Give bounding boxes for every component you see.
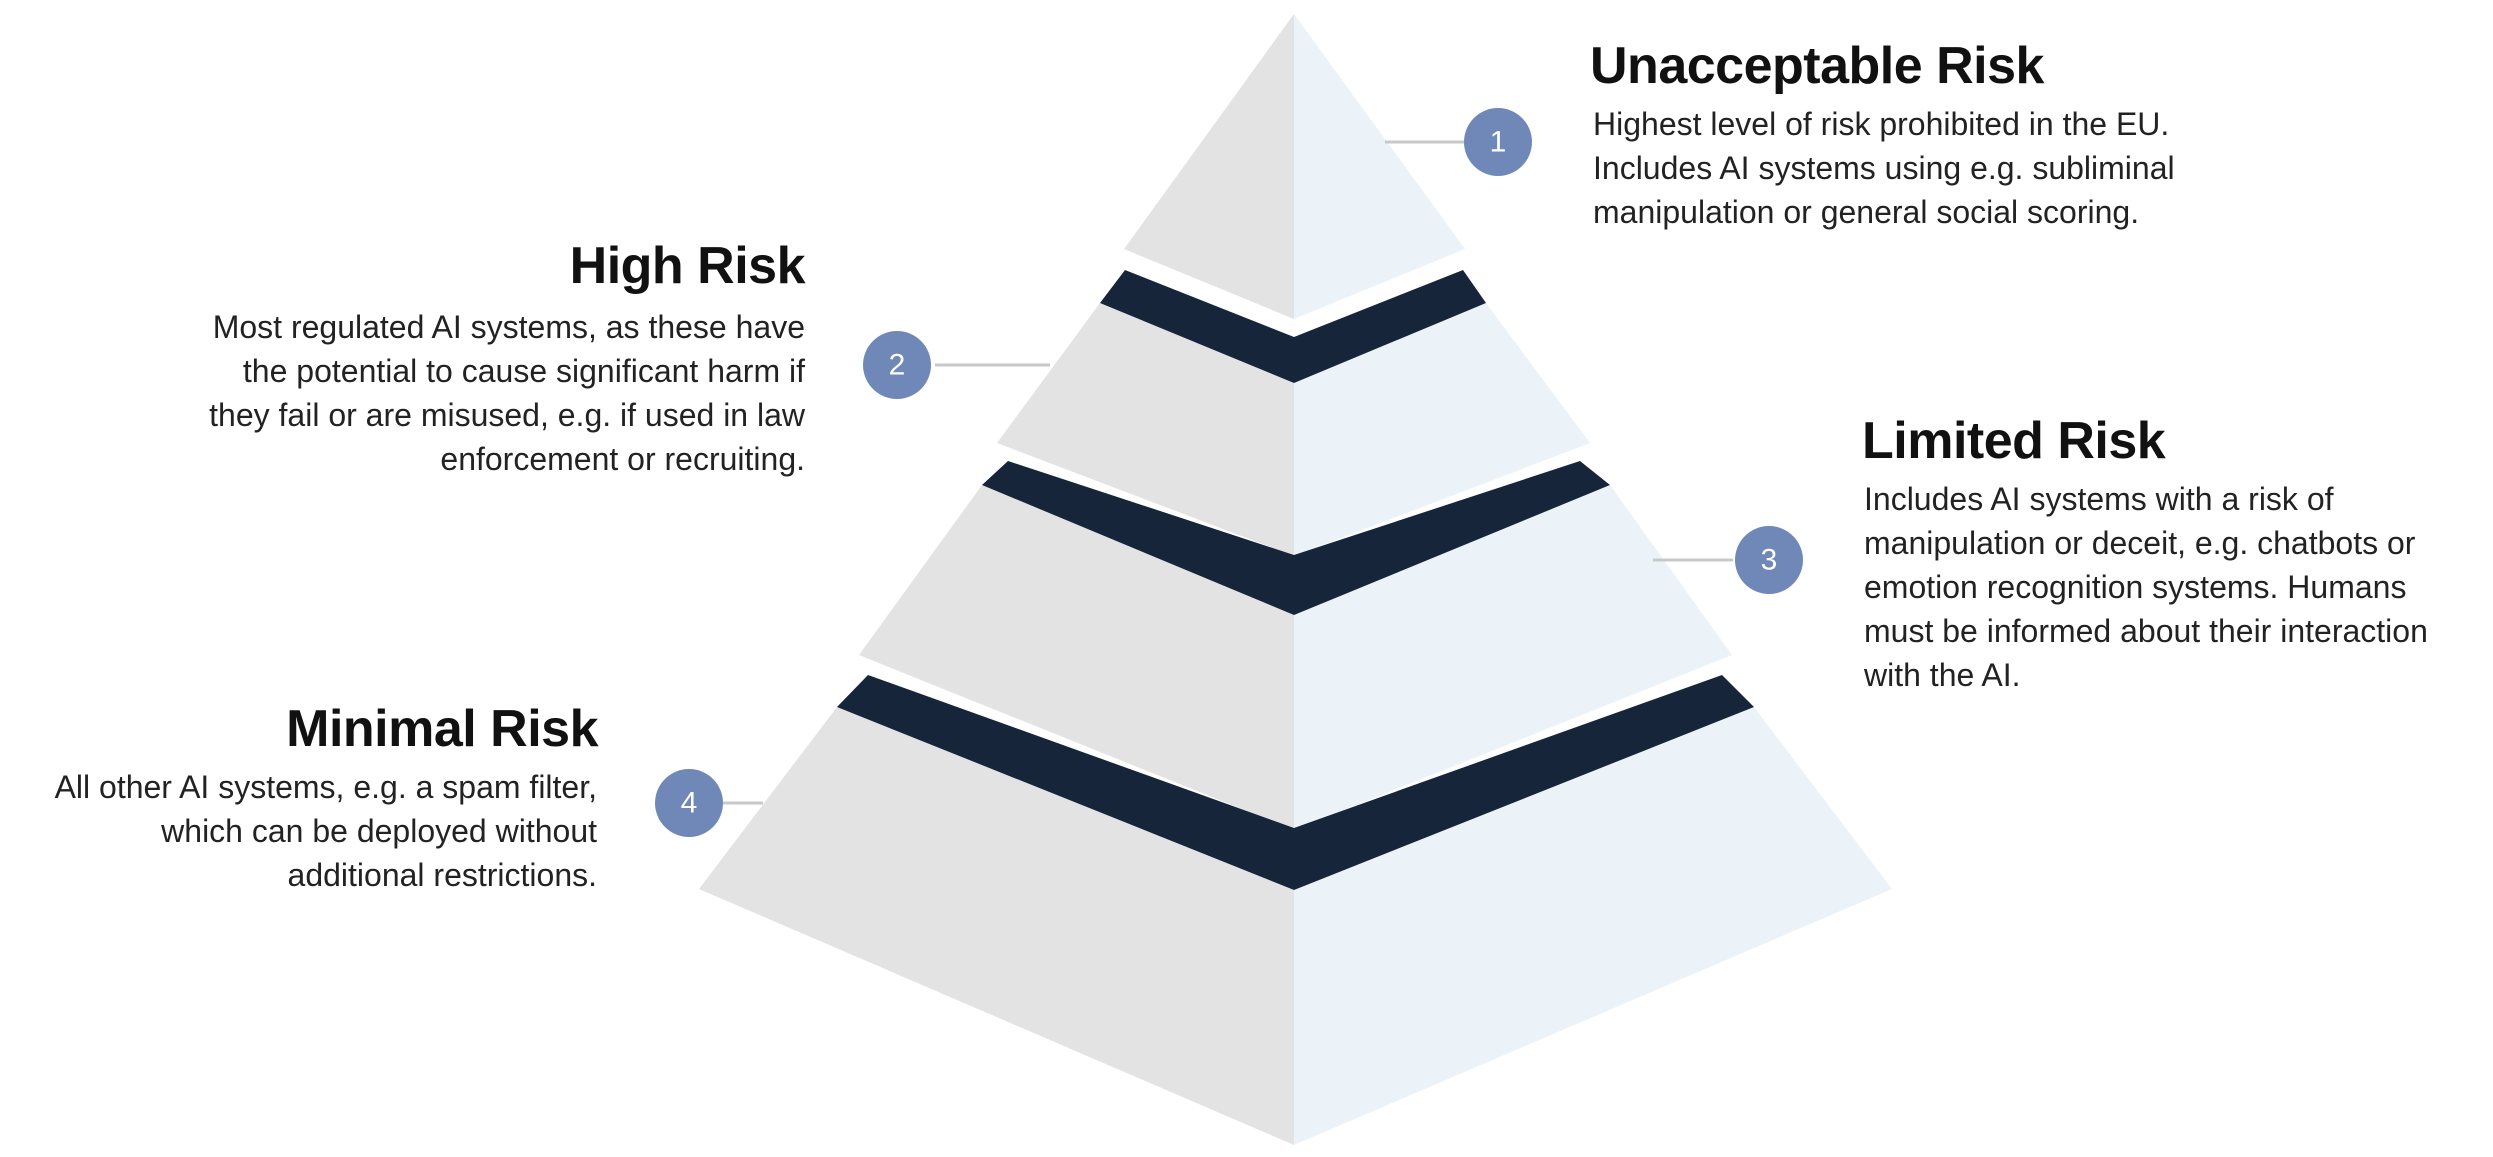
tier-2-face-right [1294,303,1590,556]
tier-4-badge: 4 [655,769,723,837]
tier-4-block [699,707,1892,1145]
tier-2-desc-line: they fail or are misused, e.g. if used i… [209,397,805,433]
tier-3-badge: 3 [1735,526,1803,594]
tier-4-badge-circle [655,769,723,837]
tier-2-title: High Risk [569,237,806,295]
tier-2-badge: 2 [863,331,931,399]
tier-1-badge: 1 [1464,108,1532,176]
tier-3-description: Includes AI systems with a risk of manip… [1864,477,2428,697]
tier-1-face-right [1294,14,1465,319]
tier-3-block [859,485,1732,830]
tier-4-description: All other AI systems, e.g. a spam filter… [55,765,597,897]
tier-1-title: Unacceptable Risk [1590,37,2044,95]
tier-3-badge-circle [1735,526,1803,594]
tier-1-block [1124,14,1465,319]
tier-3-desc-line: emotion recognition systems. Humans [1864,569,2407,605]
tier-2-description: Most regulated AI systems, as these have… [209,305,805,481]
tier-3-desc-line: manipulation or deceit, e.g. chatbots or [1864,525,2416,561]
tier-1-desc-line: Highest level of risk prohibited in the … [1593,106,2170,142]
band-1 [1100,270,1486,383]
tier-4-desc-line: which can be deployed without [161,813,597,849]
tier-3-desc-line: must be informed about their interaction [1864,613,2428,649]
band-3 [837,675,1754,890]
tier-1-desc-line: manipulation or general social scoring. [1593,194,2140,230]
tier-2-face-left [997,303,1294,556]
tier-4-face-right [1294,707,1892,1145]
tier-3-title: Limited Risk [1862,412,2166,470]
tier-1-desc-line: Includes AI systems using e.g. sublimina… [1593,150,2175,186]
tier-2-block [997,303,1590,556]
tier-3-badge-number: 3 [1761,544,1778,577]
tier-3-desc-line: Includes AI systems with a risk of [1864,481,2334,517]
tier-4-badge-number: 4 [681,787,698,820]
tier-3-face-right [1294,485,1732,830]
band-2 [982,461,1610,615]
tier-1-badge-circle [1464,108,1532,176]
tier-3-face-left [859,485,1294,830]
tier-1-badge-number: 1 [1490,126,1507,159]
tier-2-desc-line: the potential to cause significant harm … [242,353,805,389]
tier-2-desc-line: Most regulated AI systems, as these have [212,309,805,345]
tier-4-desc-line: additional restrictions. [287,857,597,893]
tier-2-badge-circle [863,331,931,399]
tier-1-description: Highest level of risk prohibited in the … [1593,102,2175,234]
tier-3-desc-line: with the AI. [1864,657,2021,693]
tier-4-face-left [699,707,1294,1145]
tier-4-title: Minimal Risk [286,700,598,758]
tier-1-face-left [1124,14,1294,319]
tier-2-desc-line: enforcement or recruiting. [440,441,805,477]
tier-2-badge-number: 2 [889,349,906,382]
tier-4-desc-line: All other AI systems, e.g. a spam filter… [54,769,597,805]
